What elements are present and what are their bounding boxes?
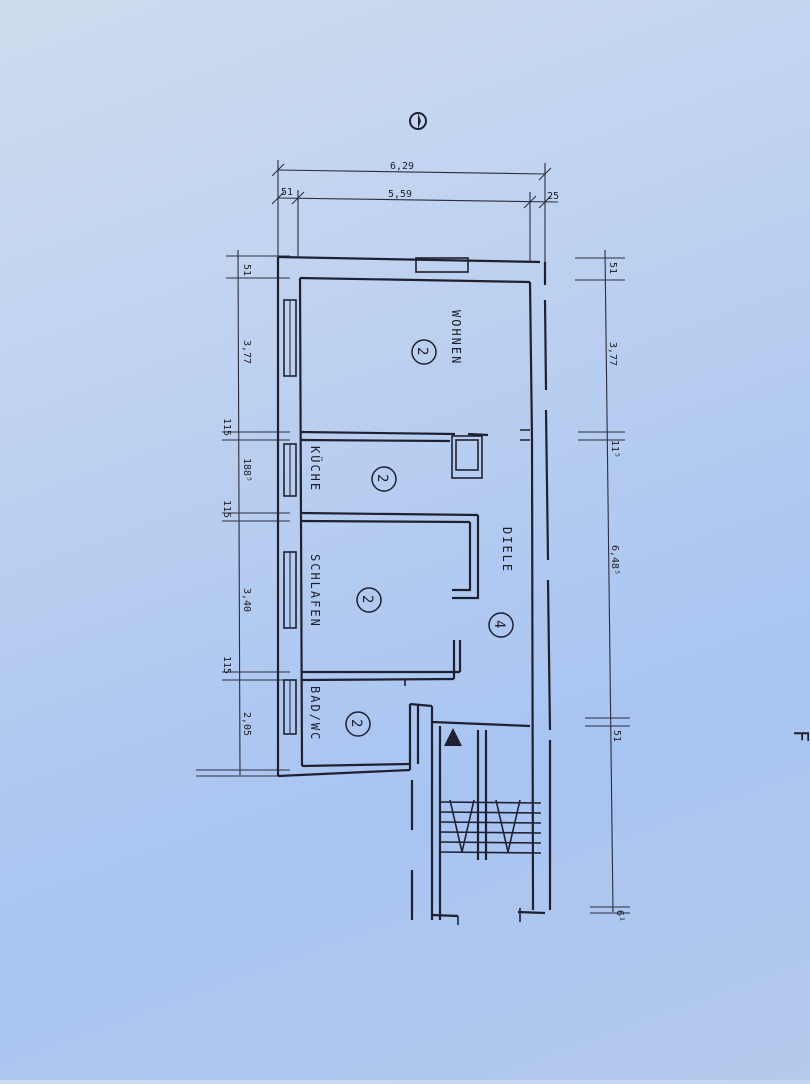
- dim-right-0: 51: [607, 262, 618, 274]
- dim-left-5: 3,40: [241, 588, 252, 612]
- room-bad-wc: BAD/WC 2: [308, 686, 371, 741]
- room-name-kueche: KÜCHE: [308, 446, 324, 492]
- room-wohnen: WOHNEN 2: [411, 310, 463, 365]
- left-dimension-chain: 51 3,77 115 188⁵ 115 3,40 115 2,05: [196, 249, 290, 777]
- dim-left-7: 2,05: [241, 712, 252, 736]
- dim-right-3: 6,48⁵: [609, 545, 620, 575]
- exterior-walls: [276, 255, 552, 911]
- room-number-diele: 4: [491, 620, 507, 628]
- room-kueche: KÜCHE 2: [308, 446, 397, 492]
- dim-right-4: 51: [611, 730, 622, 742]
- dim-right-1: 3,77: [607, 342, 618, 366]
- room-name-wohnen: WOHNEN: [449, 310, 463, 365]
- stair-treads: [439, 799, 542, 854]
- right-dimension-chain: 51 3,77 11⁵ 6,48⁵ 51 6¹: [575, 249, 630, 922]
- stair-direction-icon: [444, 728, 462, 746]
- dim-right-5: 6¹: [614, 910, 625, 922]
- interior-walls: [299, 429, 546, 925]
- room-number-bad-wc: 2: [348, 719, 364, 727]
- dim-left-6: 115: [221, 656, 232, 674]
- dim-top-total: 6,29: [390, 161, 414, 172]
- dim-left-3: 188⁵: [241, 458, 252, 482]
- room-number-kueche: 2: [374, 474, 390, 482]
- room-number-schlafen: 2: [359, 595, 375, 603]
- room-name-diele: DIELE: [500, 527, 514, 573]
- dim-left-4: 115: [221, 500, 232, 518]
- dim-left-1: 3,77: [241, 340, 252, 364]
- room-diele: DIELE 4: [488, 527, 514, 638]
- dim-right-2: 11⁵: [609, 440, 620, 458]
- room-name-schlafen: SCHLAFEN: [308, 554, 322, 628]
- top-dimension-chain: 6,29 51 5,59 25: [271, 160, 559, 262]
- windows-left: [283, 299, 297, 735]
- room-name-bad-wc: BAD/WC: [308, 686, 322, 741]
- north-arrow-icon: [409, 112, 427, 130]
- room-schlafen: SCHLAFEN 2: [308, 554, 382, 628]
- dim-left-0: 51: [241, 264, 252, 276]
- dim-top-left: 51: [281, 187, 293, 198]
- dim-top-right: 25: [547, 191, 559, 202]
- room-number-wohnen: 2: [414, 347, 430, 355]
- dim-top-middle: 5,59: [388, 189, 412, 200]
- margin-mark: F: [789, 730, 810, 742]
- dim-left-2: 115: [221, 418, 232, 436]
